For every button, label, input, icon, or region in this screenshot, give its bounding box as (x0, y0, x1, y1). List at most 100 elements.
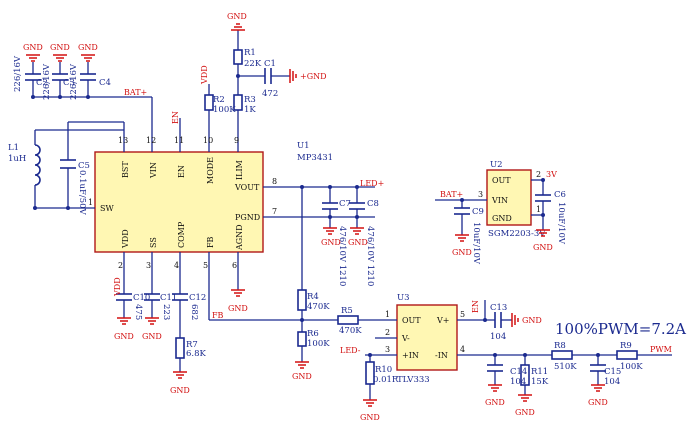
u2-pin2-num: 2 (536, 170, 541, 179)
gnd-c2 (26, 54, 40, 62)
r3-value: 1K (244, 105, 256, 115)
r5-body (337, 315, 359, 325)
u1-pin10-num: 10 (203, 136, 213, 145)
gnd-label-c10: GND (114, 332, 134, 341)
gnd-c13 (511, 313, 519, 327)
r1-ref: R1 (244, 48, 256, 58)
c7-value: 476/10V 1210 (337, 226, 347, 286)
gnd-label-c15: GND (588, 398, 608, 407)
output-wires (209, 187, 397, 362)
u1-pin9-name: ILIM (235, 160, 244, 180)
r3-body (233, 94, 243, 111)
r1-value: 22K (244, 59, 262, 69)
r9-ref: R9 (620, 341, 632, 351)
gnd-label-c6: GND (533, 243, 553, 252)
c10-value: 475 (133, 304, 143, 320)
r11-ref: R11 (531, 367, 548, 377)
r7-body (175, 337, 185, 359)
r4-ref: R4 (307, 292, 319, 302)
u1-pin11-name: EN (177, 165, 186, 178)
input-cap-wires (32, 62, 152, 98)
gnd-c14 (488, 384, 502, 392)
r8-value: 510K (554, 362, 577, 372)
gnd-label-c14: GND (485, 398, 505, 407)
r2-ref: R2 (213, 95, 225, 105)
r10-ref: R10 (375, 365, 392, 375)
u3-pin-plusin-name: +IN (402, 351, 419, 360)
u1-pin4-name: COMP (177, 221, 186, 248)
u1-pin13-name: BST (121, 161, 130, 178)
u3-pin-vplus-name: V+ (436, 316, 449, 325)
c14-value: 104 (510, 377, 526, 387)
r10-value: 0.01R (373, 375, 399, 385)
u3-pin5-num: 5 (460, 310, 465, 319)
u1-pin5-name: FB (206, 236, 215, 248)
gnd-label-c7: GND (321, 238, 341, 247)
gnd-c3 (53, 54, 67, 62)
u3-pin3-num: 3 (385, 345, 390, 354)
r5-value: 470K (339, 326, 362, 336)
l1-value: 1uH (8, 154, 26, 164)
c3-value: 226/16V (42, 63, 52, 100)
c1-value: 472 (262, 89, 278, 99)
u3-body (396, 304, 458, 371)
c10-ref: C10 (133, 293, 150, 303)
gnd-label-c11: GND (142, 332, 162, 341)
bottom-cap-wires (123, 290, 181, 372)
input-caps-plates (25, 73, 96, 81)
u2-pin-out-name: OUT (492, 176, 511, 185)
r2-value: 100K (213, 105, 236, 115)
u1-pin8-num: 8 (272, 177, 277, 186)
gnd-c9 (455, 234, 469, 242)
gnd-c10 (117, 317, 131, 325)
l1-ref: L1 (8, 143, 19, 153)
u2-ref: U2 (490, 160, 503, 170)
c4-value: 226/16V (69, 63, 79, 100)
gnd-c1 (289, 69, 297, 83)
u1-pin12-name: VIN (149, 162, 158, 179)
u1-body (94, 151, 264, 253)
r11-body (520, 364, 530, 386)
ilim-wires (237, 30, 290, 116)
c5-ref: C5 (78, 161, 90, 171)
r8-body (551, 350, 573, 360)
u1-pin5-num: 5 (203, 261, 208, 270)
c6-value-text: 10uF/10V (556, 202, 566, 245)
u3-wires (365, 300, 672, 400)
u2-pin1-num: 1 (536, 205, 541, 214)
u1-pin7-name: PGND (235, 213, 260, 222)
c3-ref: C3 (63, 78, 75, 88)
gnd-label-r11: GND (515, 408, 535, 417)
3v-label: 3V (546, 170, 557, 179)
u1-part: MP3431 (297, 153, 333, 163)
c1-ref: C1 (264, 59, 276, 69)
r3-ref: R3 (244, 95, 256, 105)
c9-ref: C9 (472, 207, 484, 217)
u1-pin8-name: VOUT (234, 183, 260, 192)
u2-pin-vin-name: VIN (491, 196, 508, 205)
led-minus-label: LED- (340, 346, 361, 355)
u1-pin6-num: 6 (232, 261, 237, 270)
inductor-wires (34, 121, 124, 208)
u2-pin3-num: 3 (478, 190, 483, 199)
c12-value: 682 (189, 304, 199, 320)
gnd-label-r6: GND (292, 372, 312, 381)
c7-c8-plates (322, 202, 365, 210)
en-label-u1: EN (171, 111, 180, 124)
r9-value: 100K (620, 362, 643, 372)
r11-value: 15K (531, 377, 549, 387)
c9-value: 10uF/10V (471, 222, 481, 265)
r4-value: 470K (307, 302, 330, 312)
l1-coil (34, 144, 41, 186)
u3-pin2-num: 2 (385, 328, 390, 337)
vdd-label-r2: VDD (200, 65, 209, 85)
gnd-c6 (536, 229, 550, 237)
c10-c11-c12-plates (116, 293, 188, 301)
r9-body (616, 350, 638, 360)
u1-pin9-num: 9 (234, 136, 239, 145)
gnd-label-c3: GND (50, 43, 70, 52)
c11-ref: C11 (160, 293, 177, 303)
gnd-r10 (363, 399, 377, 407)
bat-plus-label-u2: BAT+ (440, 190, 463, 199)
gnd-c11 (145, 317, 159, 325)
